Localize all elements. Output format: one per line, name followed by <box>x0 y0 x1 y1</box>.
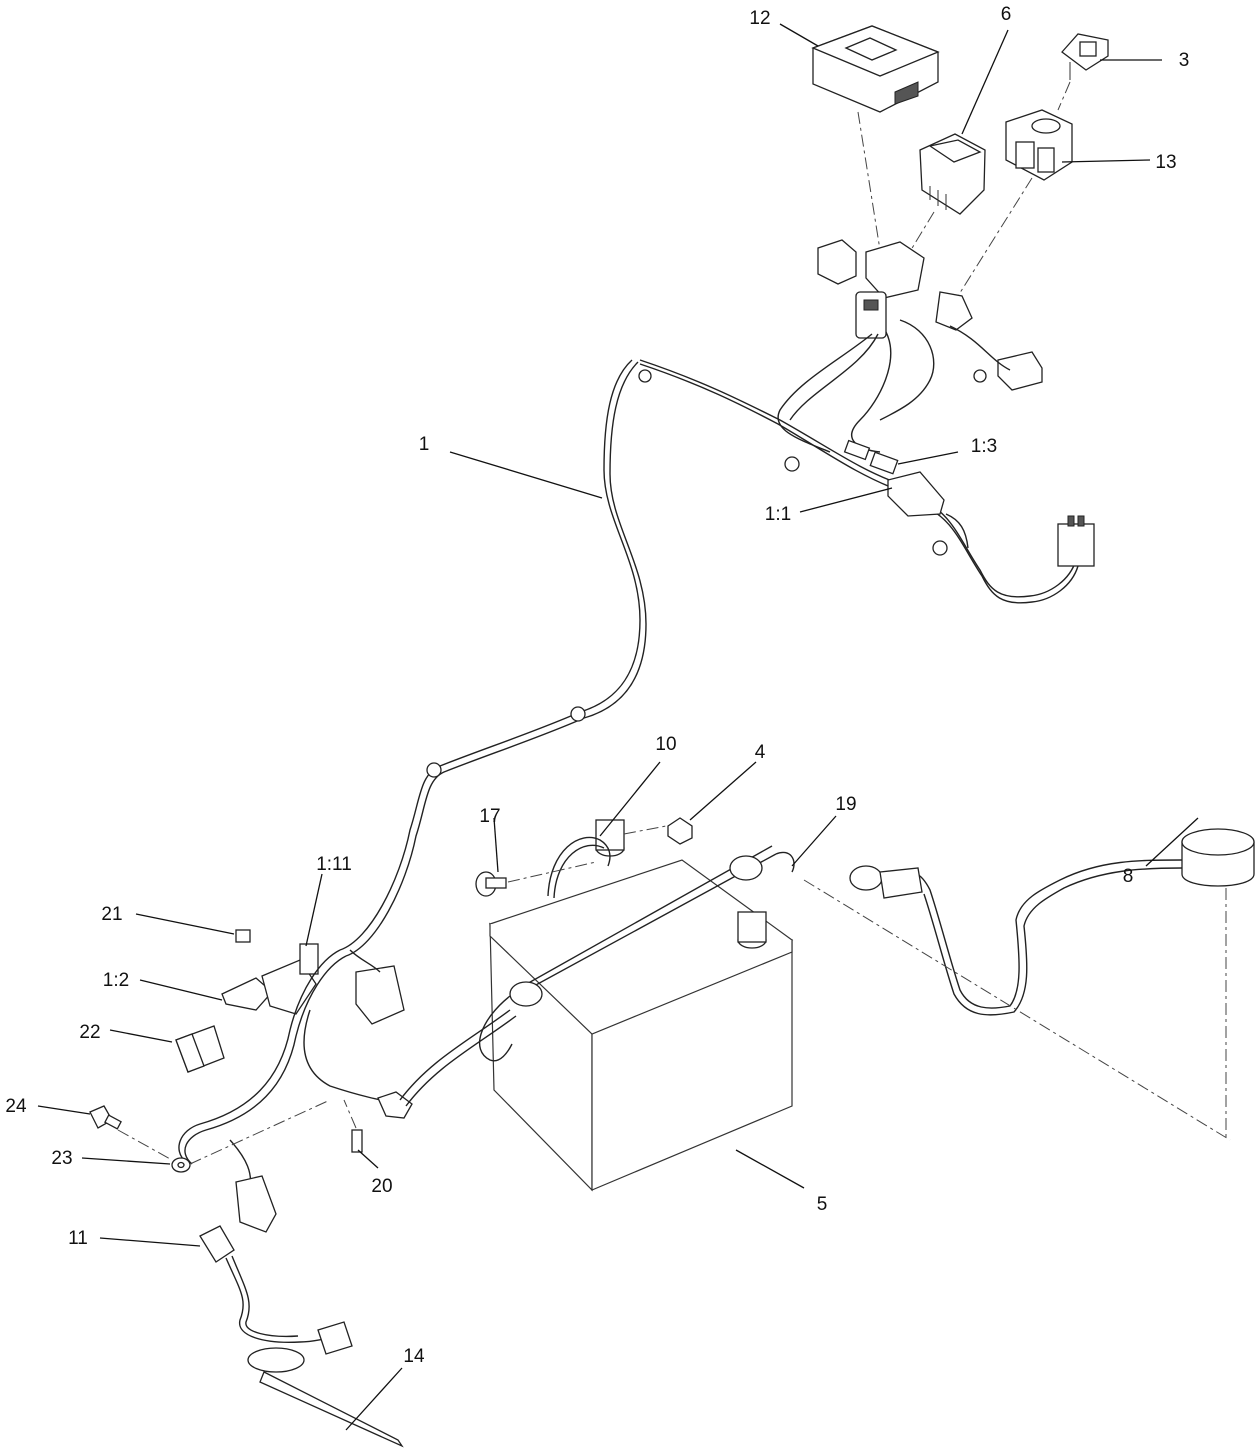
part-5-battery <box>488 819 794 1192</box>
callout-8: 8 <box>1123 866 1134 887</box>
part-17-bolt <box>475 871 507 897</box>
callout-14: 14 <box>403 1346 425 1367</box>
callout-20: 20 <box>371 1176 392 1197</box>
callout-12: 12 <box>749 8 770 29</box>
callout-6: 6 <box>1001 4 1012 25</box>
callout-3: 3 <box>1179 50 1190 71</box>
callout-23: 23 <box>51 1148 72 1169</box>
callout-labels: 12 6 3 13 1 1:3 1:1 10 4 17 19 8 1:11 21… <box>5 4 1189 1367</box>
callout-22: 22 <box>79 1022 100 1043</box>
callout-1-11: 1:11 <box>316 854 352 875</box>
part-8-cable <box>849 828 1255 1016</box>
callout-19: 19 <box>835 794 856 815</box>
part-22-block <box>175 1025 225 1073</box>
callout-17: 17 <box>479 806 500 827</box>
callout-4: 4 <box>755 742 766 763</box>
part-11-connector <box>199 1225 353 1355</box>
callout-1-2: 1:2 <box>103 970 129 991</box>
part-3-key <box>1061 33 1109 80</box>
part-19-rod <box>479 845 795 1062</box>
harness-upper-connectors <box>817 239 1043 391</box>
part-12-cover <box>811 25 940 113</box>
leader-lines <box>37 23 1199 1431</box>
callout-13: 13 <box>1155 152 1176 173</box>
part-13-housing <box>1005 109 1073 181</box>
part-21-clip <box>235 929 251 943</box>
part-1-harness <box>339 319 1095 957</box>
callout-1: 1 <box>419 434 430 455</box>
callout-11: 11 <box>68 1228 88 1249</box>
part-14-cable-tie <box>247 1347 404 1448</box>
callout-10: 10 <box>655 734 676 755</box>
part-6-switch <box>919 133 986 215</box>
part-24-bolt <box>89 1105 122 1130</box>
part-10-cable <box>547 836 611 899</box>
harness-lower-connectors <box>178 943 413 1233</box>
part-20-pin <box>351 1129 363 1153</box>
callout-21: 21 <box>101 904 122 925</box>
callout-24: 24 <box>5 1096 27 1117</box>
callout-1-3: 1:3 <box>971 436 997 457</box>
callout-1-1: 1:1 <box>765 504 791 525</box>
part-4-nut <box>667 817 693 845</box>
callout-5: 5 <box>817 1194 828 1215</box>
part-23-washer <box>171 1157 191 1173</box>
